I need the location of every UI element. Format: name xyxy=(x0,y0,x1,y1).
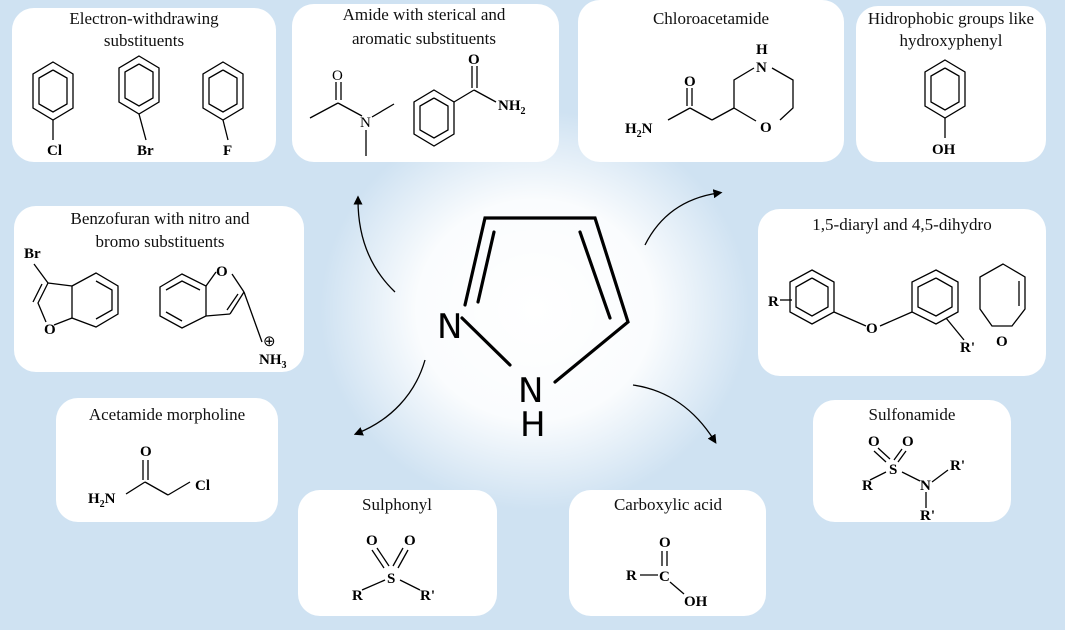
sulfonamide-o1: O xyxy=(868,434,880,450)
card-hydrophobic: Hidrophobic groups like hydroxyphenyl OH xyxy=(856,6,1046,162)
acetamide-h2n: H2N xyxy=(88,491,116,510)
carboxylic-o: O xyxy=(659,535,671,551)
morpholine-acetamide: H N O O H2N xyxy=(625,42,794,140)
chlorobenzene: Cl xyxy=(32,61,74,159)
fluorobenzene: F xyxy=(202,61,244,159)
bromobenzofuran: Br O xyxy=(24,246,119,338)
card-chloroacetamide: Chloroacetamide H N O O H2N xyxy=(578,0,844,162)
sulphonyl-o1: O xyxy=(366,533,378,549)
carboxylic-oh: OH xyxy=(684,594,708,610)
card-carboxylic: Carboxylic acid O R C OH xyxy=(569,490,766,616)
card-acetamide-morpholine: Acetamide morpholine O H2N Cl xyxy=(56,398,278,522)
card-title: Carboxylic acid xyxy=(614,495,723,514)
pyrazole-n2: N xyxy=(518,371,543,411)
chloro-h2n: H2N xyxy=(625,121,653,140)
sulphonyl-structure: O O S R R' xyxy=(352,533,435,604)
card-electron-withdrawing: Electron-withdrawing substituents Cl Br … xyxy=(12,8,276,162)
carboxylic-c: C xyxy=(659,569,670,585)
card-title: Sulphonyl xyxy=(362,495,432,514)
nh3-plus: ⊕ xyxy=(263,334,276,350)
acetamide-cl: Cl xyxy=(195,478,210,494)
acetamide-o: O xyxy=(140,444,152,460)
arrows xyxy=(353,189,723,444)
sulphonyl-r-prime: R' xyxy=(420,588,435,604)
sulfonamide-s: S xyxy=(889,462,897,478)
diaryl-r-prime: R' xyxy=(960,340,975,356)
benzamide-nh2: NH2 xyxy=(498,98,526,117)
chloro-o-ring: O xyxy=(760,120,772,136)
aminobenzofuran-o: O xyxy=(216,264,228,280)
sulphonyl-r: R xyxy=(352,588,363,604)
bromobenzene: Br xyxy=(118,55,160,159)
diaryl-o-bridge: O xyxy=(866,321,878,337)
phenol-oh: OH xyxy=(932,142,956,158)
label-f: F xyxy=(223,143,232,159)
sulphonyl-o2: O xyxy=(404,533,416,549)
pyrazole-h: H xyxy=(520,405,546,445)
dihydropyran-o: O xyxy=(996,334,1008,350)
label-br: Br xyxy=(137,143,154,159)
arrow-down-right xyxy=(632,384,717,444)
card-title-line1: Amide with sterical and xyxy=(343,5,506,24)
sulphonyl-s: S xyxy=(387,571,395,587)
diaryl-ether: R O R' xyxy=(768,269,975,356)
card-title-line1: Benzofuran with nitro and xyxy=(71,209,250,228)
card-title-line2: aromatic substituents xyxy=(352,29,496,48)
pyrazole-core: N N H xyxy=(437,216,630,445)
sulfonamide-structure: O O S R N R' R' xyxy=(862,434,965,524)
sulfonamide-o2: O xyxy=(902,434,914,450)
phenol: OH xyxy=(924,59,966,158)
aminobenzofuran-nh3: NH3 xyxy=(259,352,287,371)
aminobenzofuran: O ⊕ NH3 xyxy=(159,264,287,371)
card-title-line1: Hidrophobic groups like xyxy=(868,9,1034,28)
chloro-o-carbonyl: O xyxy=(684,74,696,90)
label-cl: Cl xyxy=(47,143,62,159)
sulfonamide-r: R xyxy=(862,478,873,494)
carboxylic-r: R xyxy=(626,568,637,584)
center-glow xyxy=(320,110,750,510)
sulfonamide-r-prime2: R' xyxy=(920,508,935,524)
card-title-line2: bromo substituents xyxy=(96,232,225,251)
card-title: Sulfonamide xyxy=(869,405,956,424)
sulfonamide-r-prime1: R' xyxy=(950,458,965,474)
card-sulfonamide: Sulfonamide O O S R N R' R' xyxy=(813,400,1011,524)
card-title-line2: substituents xyxy=(104,31,184,50)
card-title: 1,5-diaryl and 4,5-dihydro xyxy=(812,215,991,234)
benzofuran-br: Br xyxy=(24,246,41,262)
card-amide: Amide with sterical and aromatic substit… xyxy=(292,4,559,162)
amide-n1: N xyxy=(360,115,371,131)
card-sulphonyl: Sulphonyl O O S R R' xyxy=(298,490,497,616)
arrow-down-left xyxy=(353,359,426,436)
card-title-line1: Electron-withdrawing xyxy=(69,9,219,28)
benzamide-o: O xyxy=(468,52,480,68)
chloro-n: N xyxy=(756,60,767,76)
benzamide: O NH2 xyxy=(413,52,526,147)
dihydropyran: O xyxy=(979,263,1026,350)
amide-o1: O xyxy=(332,68,343,84)
pyrazole-n1: N xyxy=(437,307,462,347)
chloro-h: H xyxy=(756,42,768,58)
chloroacetamide-structure: O H2N Cl xyxy=(88,444,210,510)
carboxylic-structure: O R C OH xyxy=(626,535,708,610)
sulfonamide-n: N xyxy=(920,478,931,494)
arrow-up-right xyxy=(644,189,723,246)
card-benzofuran: Benzofuran with nitro and bromo substitu… xyxy=(14,206,304,372)
diaryl-r: R xyxy=(768,294,779,310)
card-title-line2: hydroxyphenyl xyxy=(900,31,1003,50)
card-diaryl: 1,5-diaryl and 4,5-dihydro R O R' O xyxy=(758,209,1046,376)
benzofuran-o1: O xyxy=(44,322,56,338)
card-title: Acetamide morpholine xyxy=(89,405,245,424)
dimethylacetamide: O N xyxy=(309,68,395,156)
card-title: Chloroacetamide xyxy=(653,9,769,28)
arrow-up-left xyxy=(353,195,396,293)
